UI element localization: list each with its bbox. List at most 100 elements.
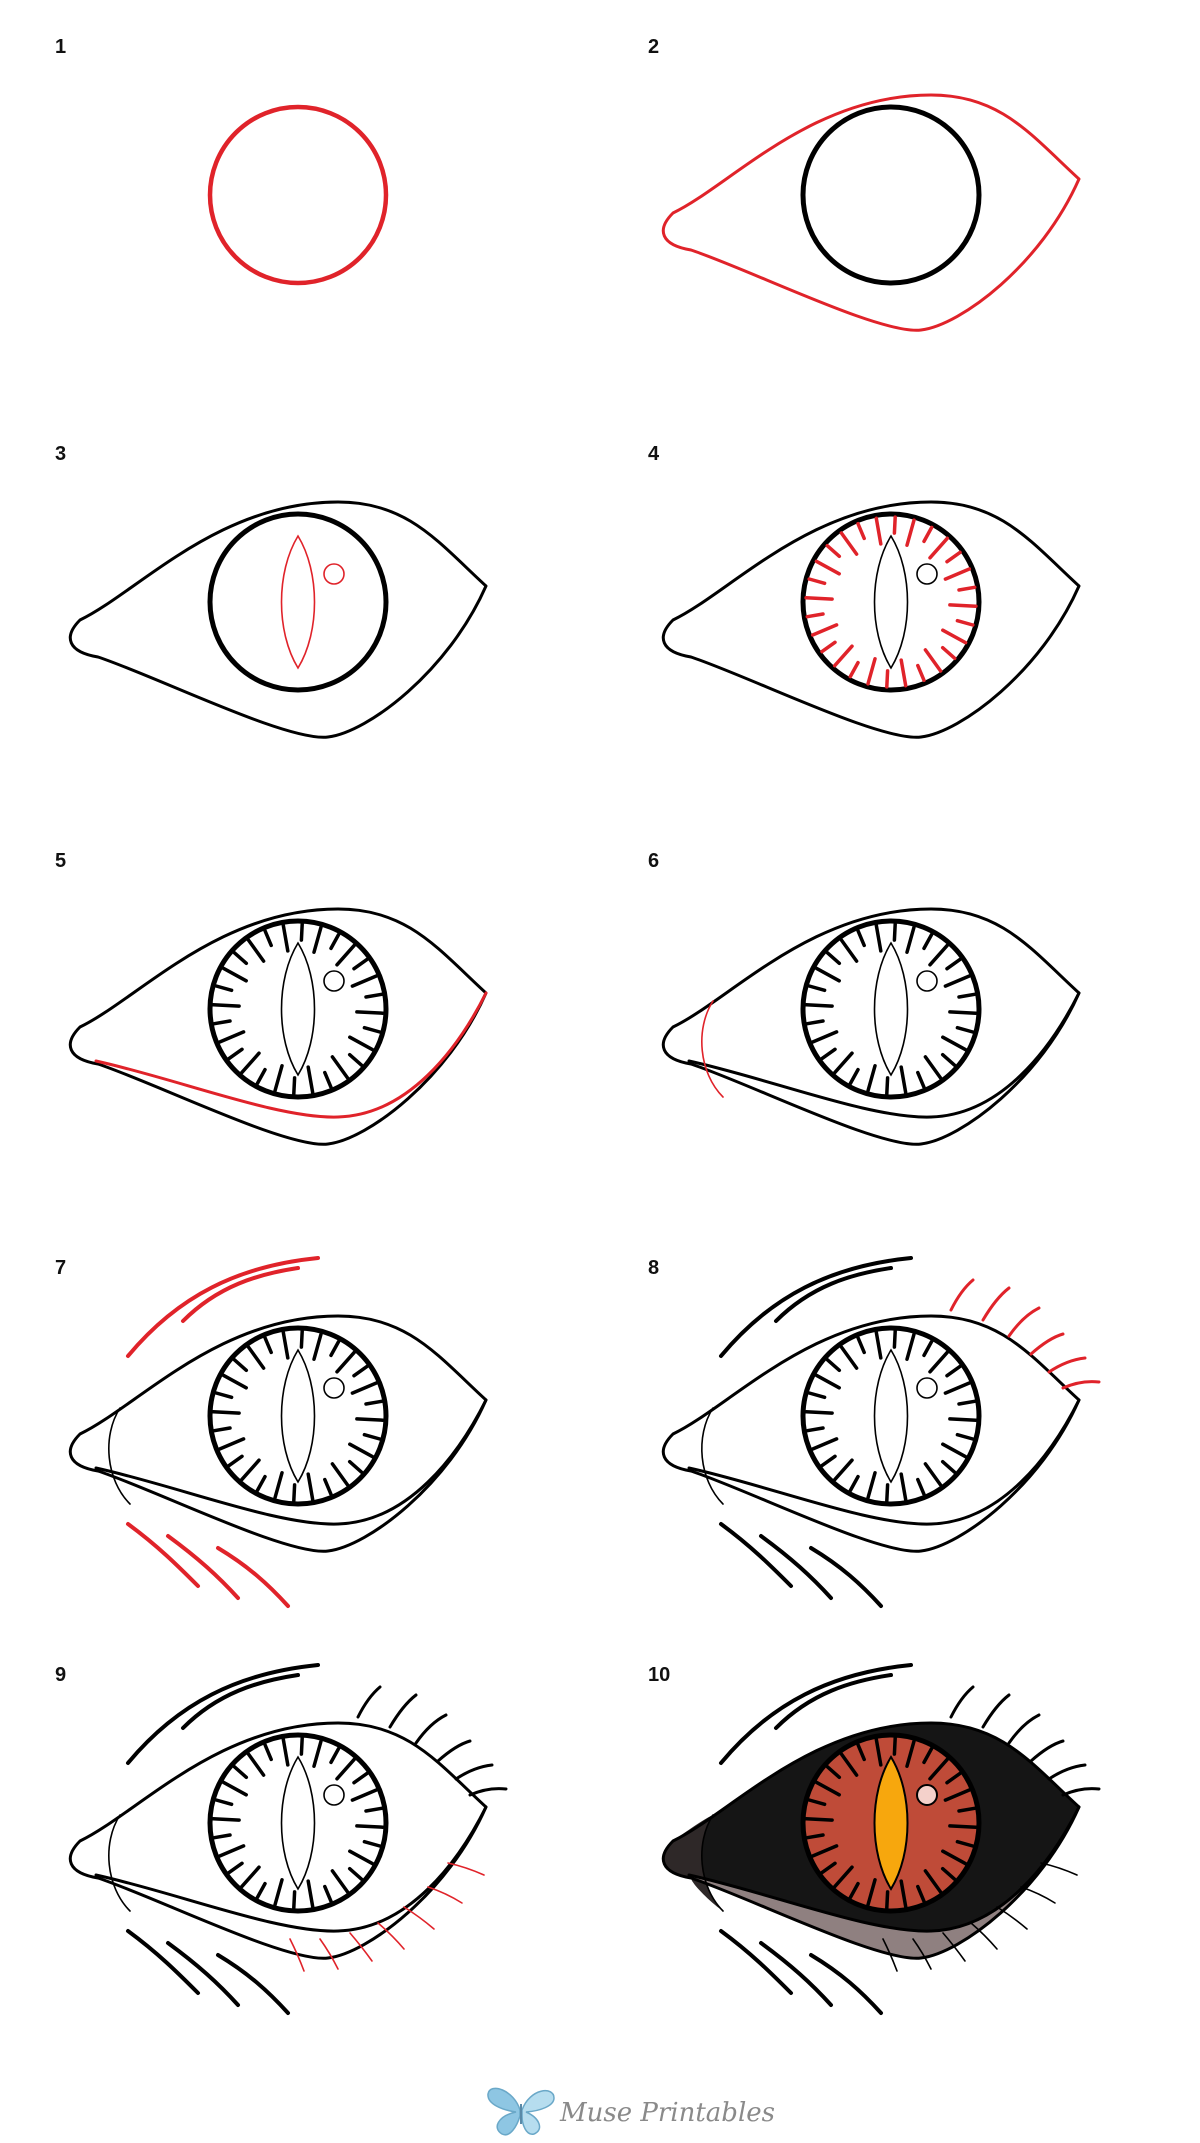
iris-tick [892,1329,897,1349]
eye-drawing [68,907,488,1146]
iris-tick [832,1458,854,1482]
eye-outline [661,907,1081,1146]
upper-lash [981,1693,1011,1729]
step-panel-6: 6 [648,850,1081,1146]
iris-tick [221,1780,248,1797]
iris-tick [355,1417,385,1422]
upper-crease-line [126,1663,320,1765]
iris-tick [839,531,859,556]
iris-tick [892,515,897,535]
iris-tick [350,1788,379,1802]
upper-lash [436,1739,472,1763]
iris-tick [916,1884,926,1904]
iris-ticks [804,1329,978,1503]
iris-tick [239,1458,261,1482]
upper-lash [454,1763,494,1781]
lower-lid-line [94,1805,488,1933]
iris-circle [800,104,982,286]
iris-tick [943,1788,972,1802]
iris-tick [825,1357,842,1373]
lower-wrinkle-line [166,1941,240,2007]
lower-lash [403,1906,435,1930]
eye-outline [68,907,488,1146]
iris-tick [941,1442,968,1459]
iris-ticks [804,1736,978,1910]
iris-tick [899,658,908,688]
iris-tick [329,1339,341,1358]
inner-corner-line [701,1814,724,1912]
iris-tick [839,1345,859,1370]
iris-tick [214,1391,234,1400]
iris-tick [899,1879,908,1909]
iris-tick [227,1861,244,1875]
iris-tick [928,1350,950,1374]
iris-tick [335,1350,357,1374]
upper-lash [1047,1356,1087,1374]
iris-tick [922,1339,934,1358]
iris-tick [825,950,842,966]
step-number: 5 [55,850,66,872]
lower-lid-line [687,1398,1081,1526]
iris-tick [255,1881,267,1900]
iris-tick [899,1065,908,1095]
upper-crease-line [126,1256,320,1358]
logo-text: Muse Printables [559,2098,775,2128]
iris-tick [948,603,978,608]
step-number: 10 [648,1664,670,1686]
slit-pupil [280,1755,316,1891]
iris-ticks [804,922,978,1096]
iris-circle [207,104,389,286]
eye-outline [661,93,1081,332]
iris-tick [299,922,304,942]
iris-tick [874,1330,883,1360]
eye-drawing [68,1256,488,1608]
iris-tick [281,1330,290,1360]
lower-lash [427,1886,463,1904]
iris-tick [957,1806,977,1813]
eye-drawing [68,1663,508,2015]
iris-tick [212,1426,232,1433]
iris-tick [232,950,249,966]
eye-outline [68,500,488,739]
iris-tick [866,1471,877,1500]
eye-drawing [661,907,1081,1146]
iris-tick [804,1410,834,1415]
iris-tick [292,1890,297,1910]
iris-tick [820,1454,837,1468]
highlight [323,970,345,992]
lower-wrinkle-line [126,1522,200,1588]
iris-tick [814,1780,841,1797]
lower-lash [996,1906,1028,1930]
inner-corner-line [108,1814,131,1912]
iris-tick [810,1437,839,1451]
highlight [323,1784,345,1806]
iris-tick [299,1329,304,1349]
iris-tick [814,966,841,983]
iris-tick [805,1833,825,1840]
iris-tick [957,992,977,999]
iris-tick [825,1764,842,1780]
inner-corner-line [701,1000,724,1098]
iris-tick [323,1477,333,1497]
highlight [916,1784,938,1806]
step-panel-4: 4 [648,443,1081,739]
iris-tick [923,1869,943,1894]
iris-tick [362,1432,382,1441]
iris-tick [905,1739,916,1768]
iris-tick [839,938,859,963]
lower-lid-line [94,1398,488,1526]
iris-tick [820,1047,837,1061]
iris-tick [273,1471,284,1500]
iris-tick [866,1064,877,1093]
iris-tick [348,1442,375,1459]
iris-tick [355,1010,385,1015]
iris-tick [805,1019,825,1026]
eye-outline [661,1721,1081,1960]
iris-tick [211,1003,241,1008]
iris-tick [355,1824,385,1829]
slit-pupil [280,1348,316,1484]
step-panel-5: 5 [55,850,488,1146]
iris-tick [885,1483,890,1503]
iris-tick [885,1890,890,1910]
iris-tick [810,1030,839,1044]
